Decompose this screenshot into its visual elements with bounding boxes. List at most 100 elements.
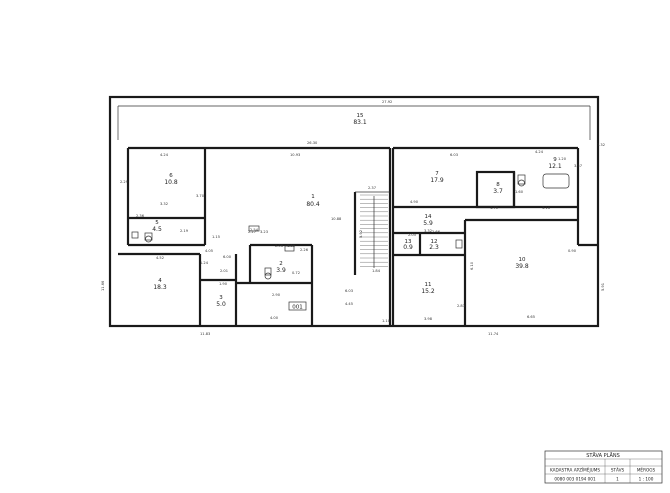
- dim-label: 2.37: [368, 186, 376, 190]
- sink-icon: [284, 245, 295, 252]
- toilet-bowl-icon: [264, 272, 272, 280]
- room-labels: 15 83.1 1 80.4 6 10.8 5 4.5 4 18.3 3 5.0…: [152, 113, 562, 311]
- toilet-bowl-icon: [145, 235, 152, 243]
- dim-label: 6.00: [223, 255, 232, 259]
- title-block-frame: [544, 450, 663, 484]
- title-block-floor: 1: [616, 477, 619, 482]
- dim-label: 2.83: [457, 304, 465, 308]
- bathtub-icon: [542, 173, 570, 189]
- dim-label: 3.57: [574, 164, 582, 168]
- dim-label: 1.60: [515, 190, 524, 194]
- room-6-number: 6: [169, 173, 173, 179]
- group-label-box: [288, 301, 307, 311]
- dim-label: 3.32: [160, 202, 168, 206]
- room-12-number: 12: [431, 239, 438, 245]
- dim-label: 4.24: [160, 153, 169, 157]
- room-2-number: 2: [279, 261, 283, 267]
- room-15-area: 83.1: [353, 119, 367, 126]
- room-12-area: 2.3: [429, 244, 439, 251]
- toilet-icon: [455, 239, 463, 249]
- room-5-number: 5: [155, 220, 159, 226]
- room-11-number: 11: [425, 282, 432, 288]
- dim-label: 3.32: [424, 229, 432, 233]
- dim-label: 6.03: [345, 289, 353, 293]
- outer-wall: [108, 95, 600, 328]
- dim-label: 5.91: [601, 283, 605, 291]
- title-block-cadastre: 0080 003 0194 001: [554, 477, 596, 482]
- room-1-area: 80.4: [306, 201, 320, 208]
- dim-label: 26.30: [307, 141, 318, 145]
- dim-label: 4.24: [535, 150, 544, 154]
- title-block-header-floor: STĀVS: [611, 468, 625, 473]
- room-8-number: 8: [496, 182, 500, 188]
- dim-label: 6.10: [470, 261, 474, 270]
- dim-label: 4.52: [156, 256, 164, 260]
- dim-label: 11.83: [200, 332, 210, 336]
- room-4-number: 4: [158, 278, 162, 284]
- dim-label: 3.70: [196, 194, 205, 198]
- room-3-number: 3: [219, 295, 223, 301]
- room-10-area: 39.8: [515, 263, 529, 270]
- toilet-bowl-icon: [518, 179, 525, 187]
- room-11-area: 15.2: [421, 288, 435, 295]
- sink-icon: [131, 231, 139, 239]
- title-block-header-cadastre: KADASTRA APZĪMĒJUMS: [550, 468, 600, 473]
- room-15-number: 15: [357, 113, 364, 119]
- dim-label: 2.29: [120, 180, 129, 184]
- room-1-number: 1: [311, 194, 315, 200]
- room-7-area: 17.9: [430, 177, 444, 184]
- dim-label: 2.27: [248, 230, 256, 234]
- room-4-area: 18.3: [153, 284, 167, 291]
- dim-label: 2.54: [250, 228, 259, 232]
- dim-label: 3.23: [260, 230, 268, 234]
- dim-label: 2.05: [408, 233, 416, 237]
- room-14-area: 5.9: [423, 220, 433, 227]
- dim-label: 0.90: [568, 249, 577, 253]
- room-13-area: 0.9: [403, 244, 413, 251]
- stair: [360, 194, 388, 268]
- toilet-icon: [264, 267, 272, 276]
- dim-label: 27.92: [382, 100, 392, 104]
- dim-label: 4.90: [410, 200, 419, 204]
- room-6-area: 10.8: [164, 179, 178, 186]
- title-block-scale: 1 : 100: [639, 477, 654, 482]
- dim-label: 10.88: [331, 217, 342, 221]
- building-outline: [108, 95, 600, 328]
- room-13-number: 13: [405, 239, 412, 245]
- dim-label: 2.66: [432, 230, 441, 234]
- toilet-icon: [144, 232, 153, 241]
- dim-label: 0.72: [292, 271, 300, 275]
- dim-label: 1.10: [382, 319, 391, 323]
- fixtures: [131, 173, 570, 280]
- dim-label: 11.66: [101, 280, 105, 291]
- room-9-number: 9: [553, 157, 557, 163]
- sink-icon: [248, 225, 260, 232]
- dim-label: 1.70: [490, 206, 499, 210]
- dim-label: 4.05: [205, 249, 213, 253]
- dim-label: 1.32: [597, 143, 605, 147]
- dim-label: 1.15: [212, 235, 220, 239]
- dim-label: 4.00: [270, 316, 279, 320]
- dim-label: 4.45: [345, 302, 353, 306]
- room-9-area: 12.1: [548, 163, 562, 170]
- dim-label: 2.01: [220, 269, 228, 273]
- room-8-area: 3.7: [493, 188, 503, 195]
- interior-walls: [118, 146, 598, 326]
- title-block-header-scale: MĒROGS: [637, 468, 656, 473]
- room-3-area: 5.0: [216, 301, 226, 308]
- dim-label: 1.24: [200, 261, 209, 265]
- room-14-number: 14: [425, 214, 432, 220]
- title-block: STĀVA PLĀNS KADASTRA APZĪMĒJUMS STĀVS MĒ…: [544, 450, 663, 484]
- dim-label: 3.98: [424, 317, 433, 321]
- dim-label: 11.74: [488, 332, 499, 336]
- dim-label: 3.16: [542, 206, 551, 210]
- room-5-area: 4.5: [152, 226, 162, 233]
- dim-label: 2.26: [300, 248, 309, 252]
- dim-label: 1.90: [219, 282, 228, 286]
- dim-label: 5.92: [359, 230, 363, 238]
- dim-label: 6.03: [450, 153, 458, 157]
- group-label: 001: [292, 305, 303, 311]
- room-7-number: 7: [435, 171, 439, 177]
